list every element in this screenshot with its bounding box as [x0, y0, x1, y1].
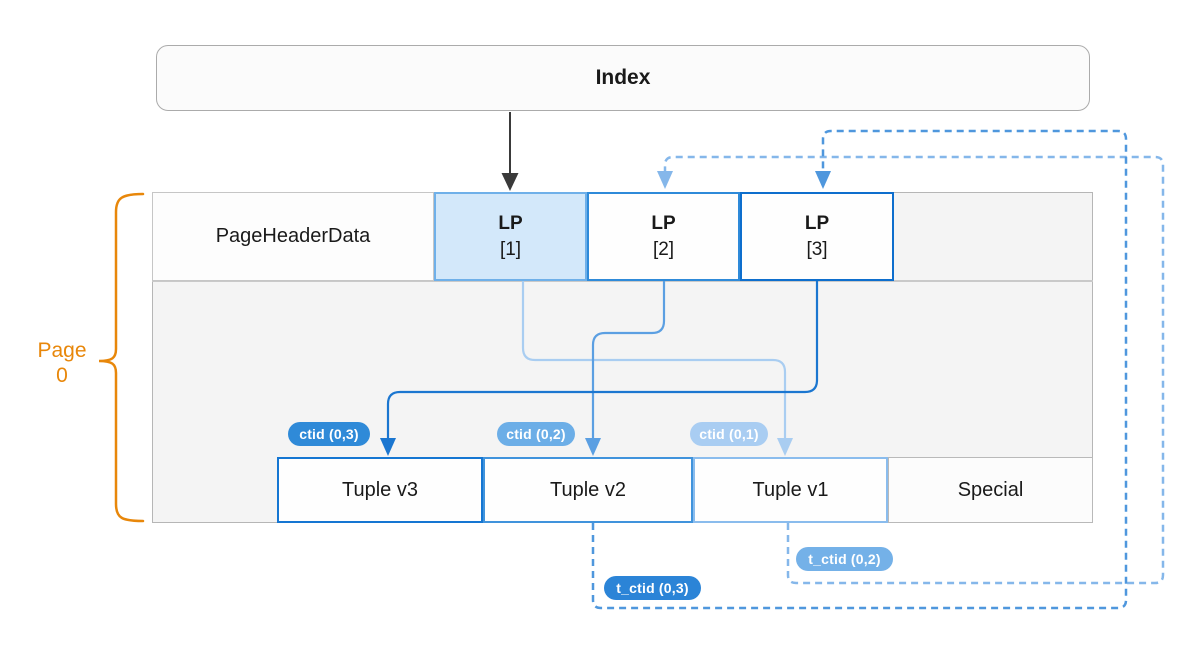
- lp-1-slot: [1]: [499, 238, 522, 260]
- special-box: Special: [888, 457, 1093, 523]
- tuple-v1-box: Tuple v1: [693, 457, 888, 523]
- index-box: Index: [156, 45, 1090, 111]
- ctid-0-2-badge-label: ctid (0,2): [506, 426, 566, 442]
- ctid-0-2-badge: ctid (0,2): [497, 422, 575, 446]
- t-ctid-0-2-badge: t_ctid (0,2): [796, 547, 893, 571]
- t-ctid-0-3-badge: t_ctid (0,3): [604, 576, 701, 600]
- page-header-data-label: PageHeaderData: [215, 225, 371, 247]
- t-ctid-0-3-badge-label: t_ctid (0,3): [616, 580, 689, 596]
- lp-1-box: LP [1]: [434, 192, 587, 281]
- index-to-lp1-arrowhead: [501, 173, 519, 191]
- ctid-0-3-badge-label: ctid (0,3): [299, 426, 359, 442]
- t-ctid-0-2-badge-label: t_ctid (0,2): [808, 551, 881, 567]
- ctid-0-1-badge-label: ctid (0,1): [699, 426, 759, 442]
- page-0-label-line2: 0: [56, 364, 68, 387]
- ctid-0-1-badge: ctid (0,1): [690, 422, 768, 446]
- page-0-label: Page 0: [24, 338, 100, 388]
- page-header-data-box: PageHeaderData: [152, 192, 434, 281]
- tuple-v3-box: Tuple v3: [277, 457, 483, 523]
- tuple-v3-label: Tuple v3: [342, 478, 418, 501]
- special-label: Special: [957, 478, 1024, 501]
- tuple-v2-label: Tuple v2: [550, 478, 626, 501]
- lp-2-box: LP [2]: [587, 192, 740, 281]
- ctid-0-3-badge: ctid (0,3): [288, 422, 370, 446]
- index-label: Index: [595, 66, 651, 89]
- lp-3-name: LP: [804, 212, 830, 234]
- tuple-v1-to-lp2-arrowhead: [657, 171, 673, 189]
- tuple-v2-box: Tuple v2: [483, 457, 693, 523]
- tuple-v1-label: Tuple v1: [752, 478, 829, 501]
- lp-2-name: LP: [651, 212, 676, 234]
- lp-3-slot: [3]: [806, 238, 828, 260]
- page-0-bracket: [98, 192, 145, 523]
- lp-1-name: LP: [498, 212, 523, 234]
- lp-3-box: LP [3]: [740, 192, 894, 281]
- page-0-label-line1: Page: [37, 339, 87, 362]
- lp-2-slot: [2]: [652, 238, 675, 260]
- tuple-v2-to-lp3-arrowhead: [815, 171, 831, 189]
